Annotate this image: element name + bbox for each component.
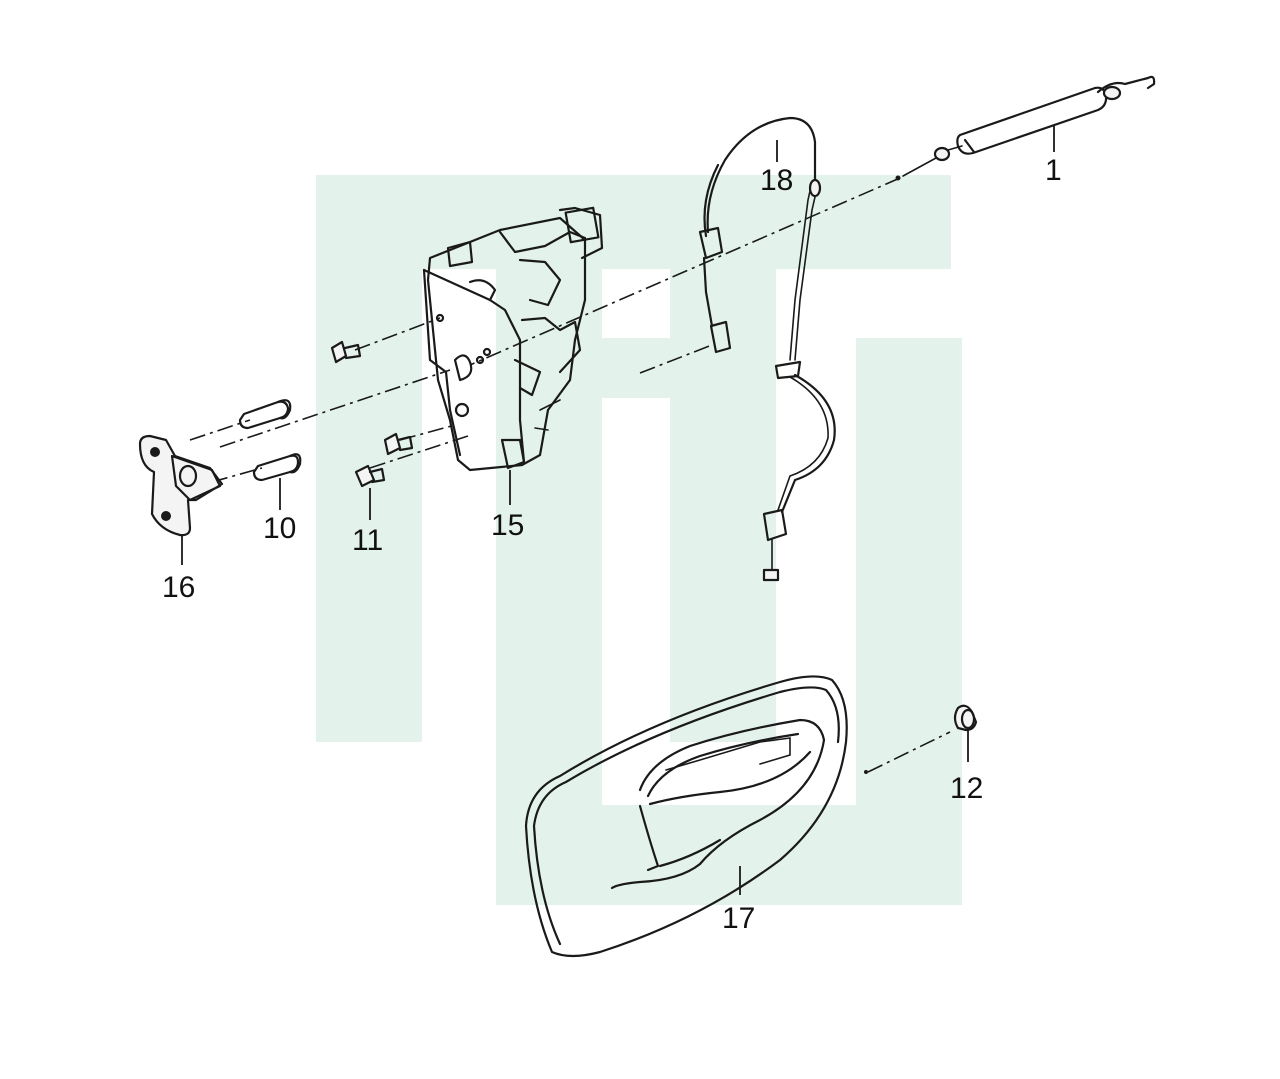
callout-16: 16 <box>162 571 195 604</box>
part-17-outer-handle <box>524 675 848 958</box>
assembly-lines <box>189 177 951 773</box>
callout-12: 12 <box>950 772 983 805</box>
callout-10: 10 <box>263 512 296 545</box>
part-1-release-rod <box>895 75 1156 181</box>
part-11-screws <box>330 340 414 488</box>
callout-18: 18 <box>760 164 793 197</box>
part-10-bolts <box>238 399 302 482</box>
part-18-cable <box>698 116 836 582</box>
part-15-door-latch <box>422 206 604 472</box>
callout-17: 17 <box>722 902 755 935</box>
part-12-clip <box>864 704 978 774</box>
callout-15: 15 <box>491 509 524 542</box>
callout-1: 1 <box>1045 154 1062 187</box>
callout-11: 11 <box>352 524 383 557</box>
callout-labels: 1 18 10 11 15 16 12 17 <box>162 154 1062 935</box>
leader-lines <box>181 125 1055 895</box>
part-16-striker <box>138 434 224 537</box>
watermark-logo <box>316 175 962 905</box>
